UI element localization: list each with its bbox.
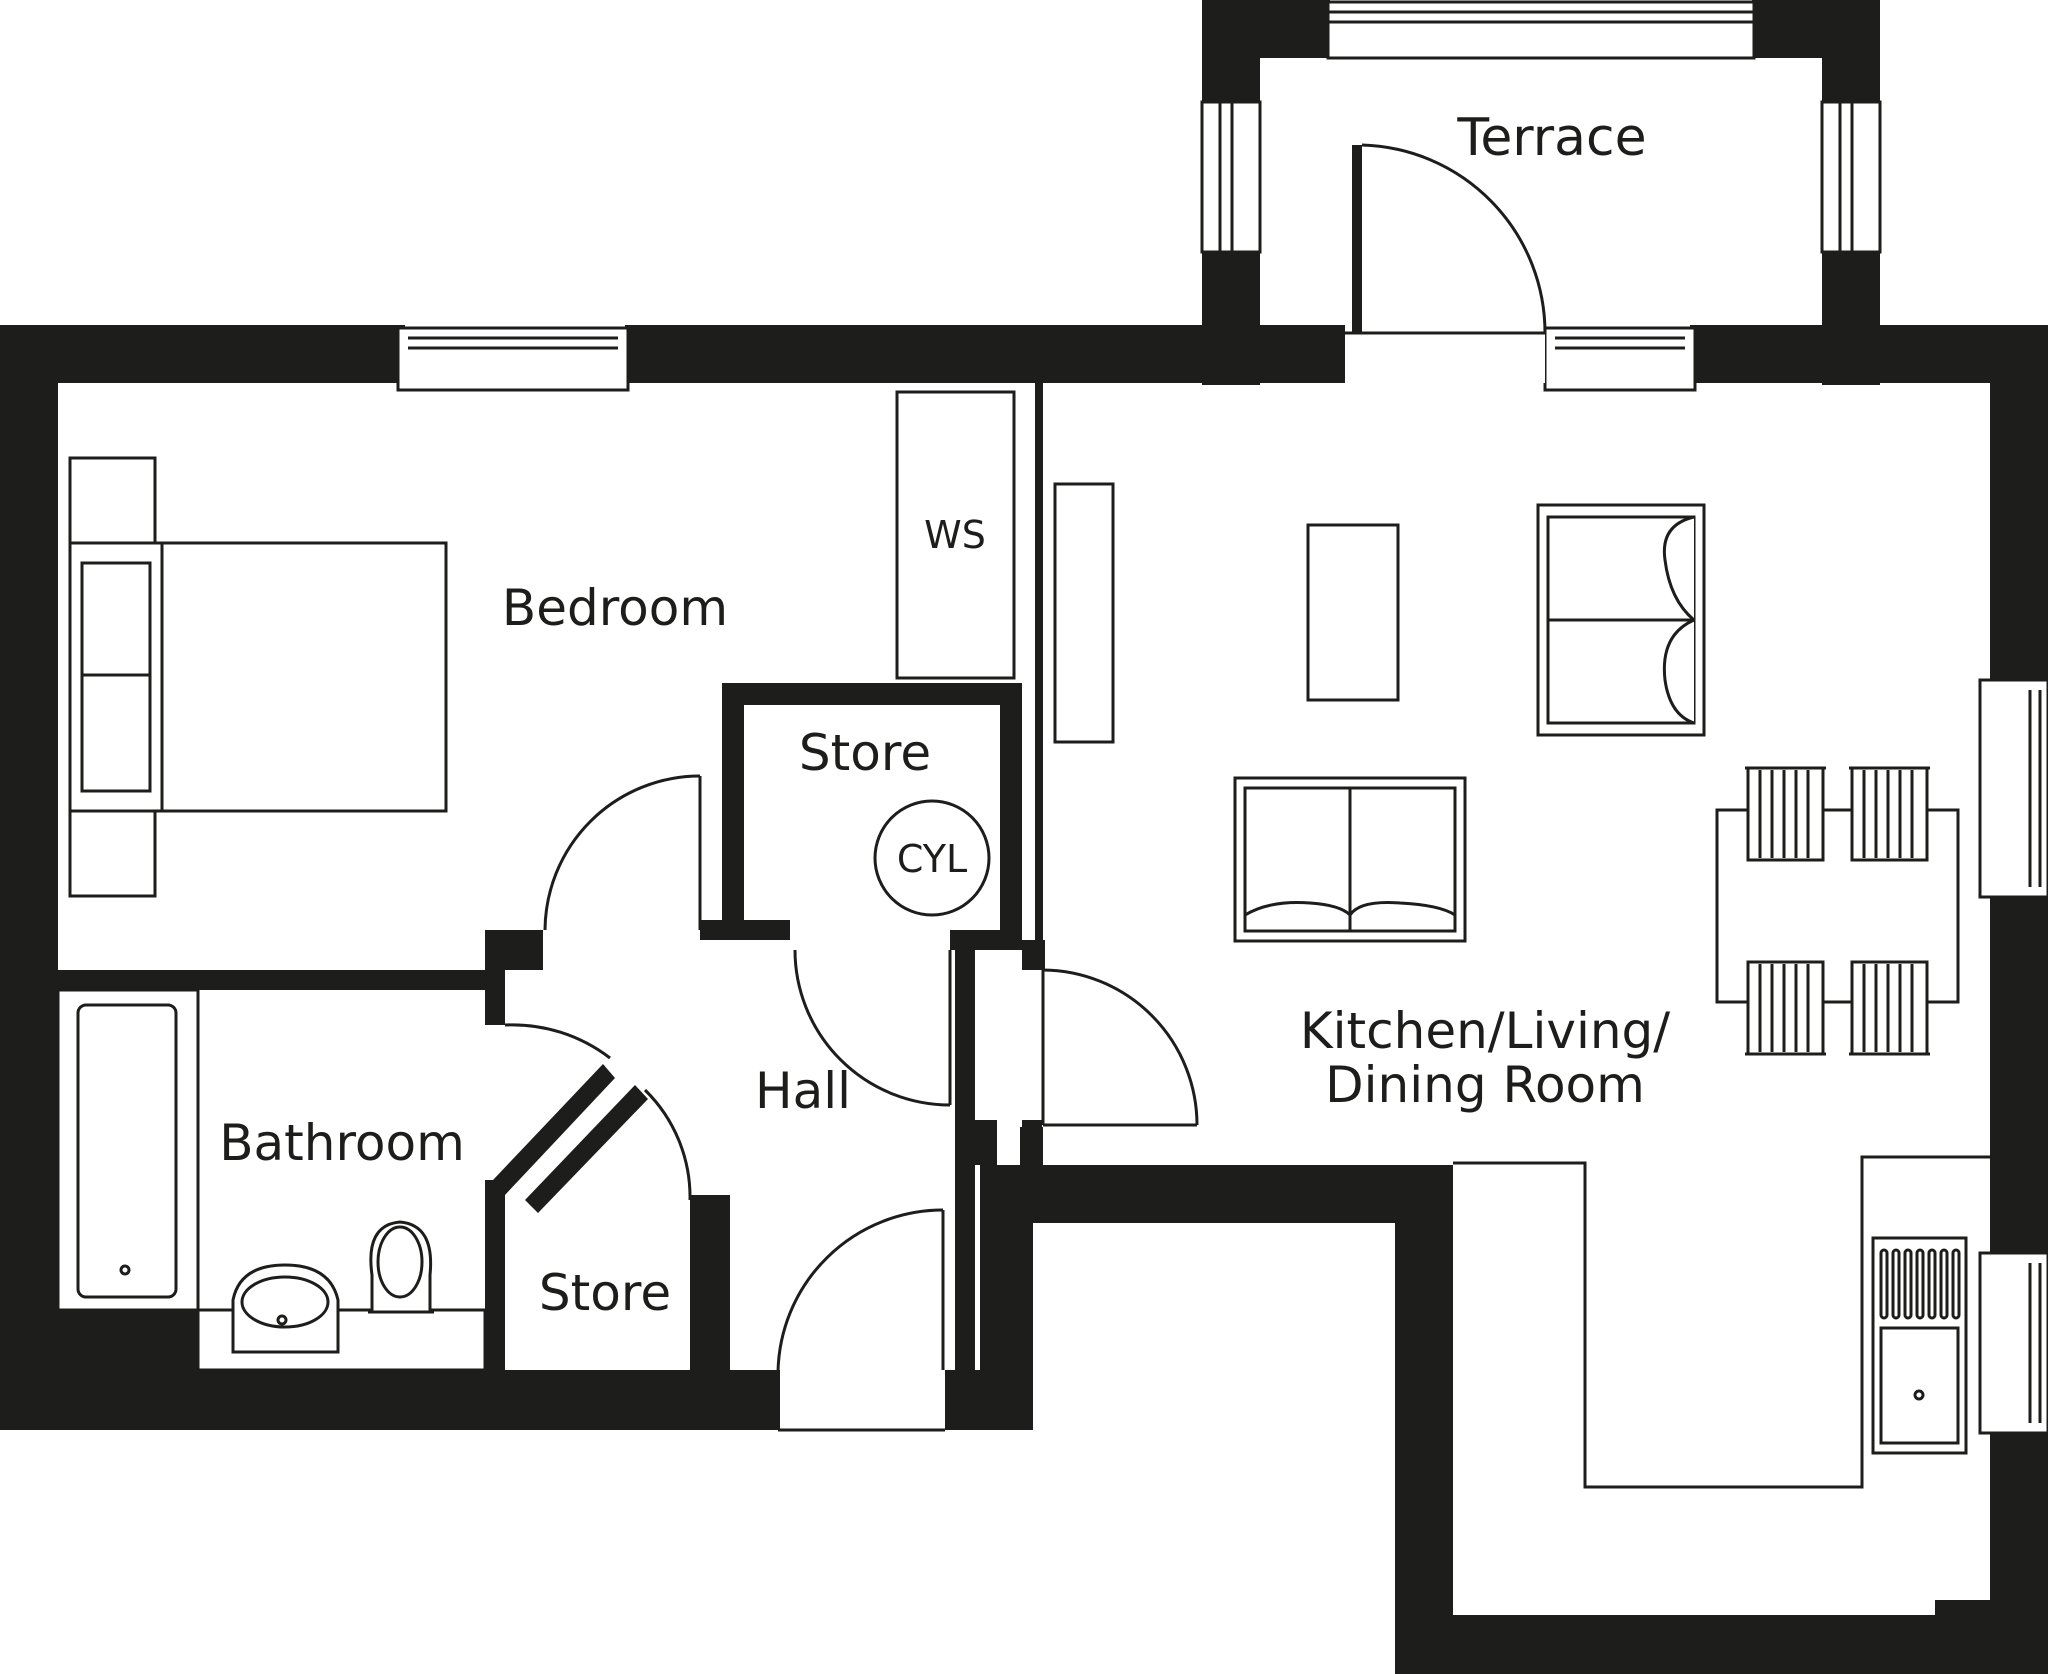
dining-chair [1849, 960, 1930, 1056]
label-store-lower: Store [539, 1264, 671, 1322]
label-hall: Hall [755, 1062, 851, 1120]
door-swings [504, 774, 1199, 1432]
windows [396, 0, 2048, 1435]
kitchen-counter [1453, 1155, 1990, 1489]
label-cylinder: CYL [897, 837, 967, 881]
label-kitchen-line2: Dining Room [1325, 1056, 1645, 1114]
dining-chair [1745, 766, 1826, 862]
dining-chair [1849, 766, 1930, 862]
terrace-door [1345, 143, 1547, 383]
bedside-table [68, 809, 157, 898]
washbasin [231, 1263, 340, 1354]
label-kitchen-line1: Kitchen/Living/ [1300, 1002, 1670, 1060]
tv-unit [1053, 482, 1115, 744]
hot-water-cylinder [873, 799, 991, 917]
label-bathroom: Bathroom [219, 1114, 465, 1172]
label-store-upper: Store [799, 724, 931, 782]
room-labels: Terrace Bedroom WS Store CYL Hall Bathro… [219, 108, 1670, 1322]
dining-chair [1745, 960, 1826, 1056]
coffee-table [1306, 523, 1400, 702]
label-bedroom: Bedroom [502, 579, 728, 637]
diagonal-walls [493, 1064, 648, 1213]
label-terrace: Terrace [1456, 108, 1646, 168]
label-wardrobe: WS [924, 513, 986, 557]
bath [76, 1003, 178, 1299]
wardrobe [895, 390, 1016, 680]
bedside-table [68, 456, 157, 545]
furniture [56, 390, 1990, 1489]
